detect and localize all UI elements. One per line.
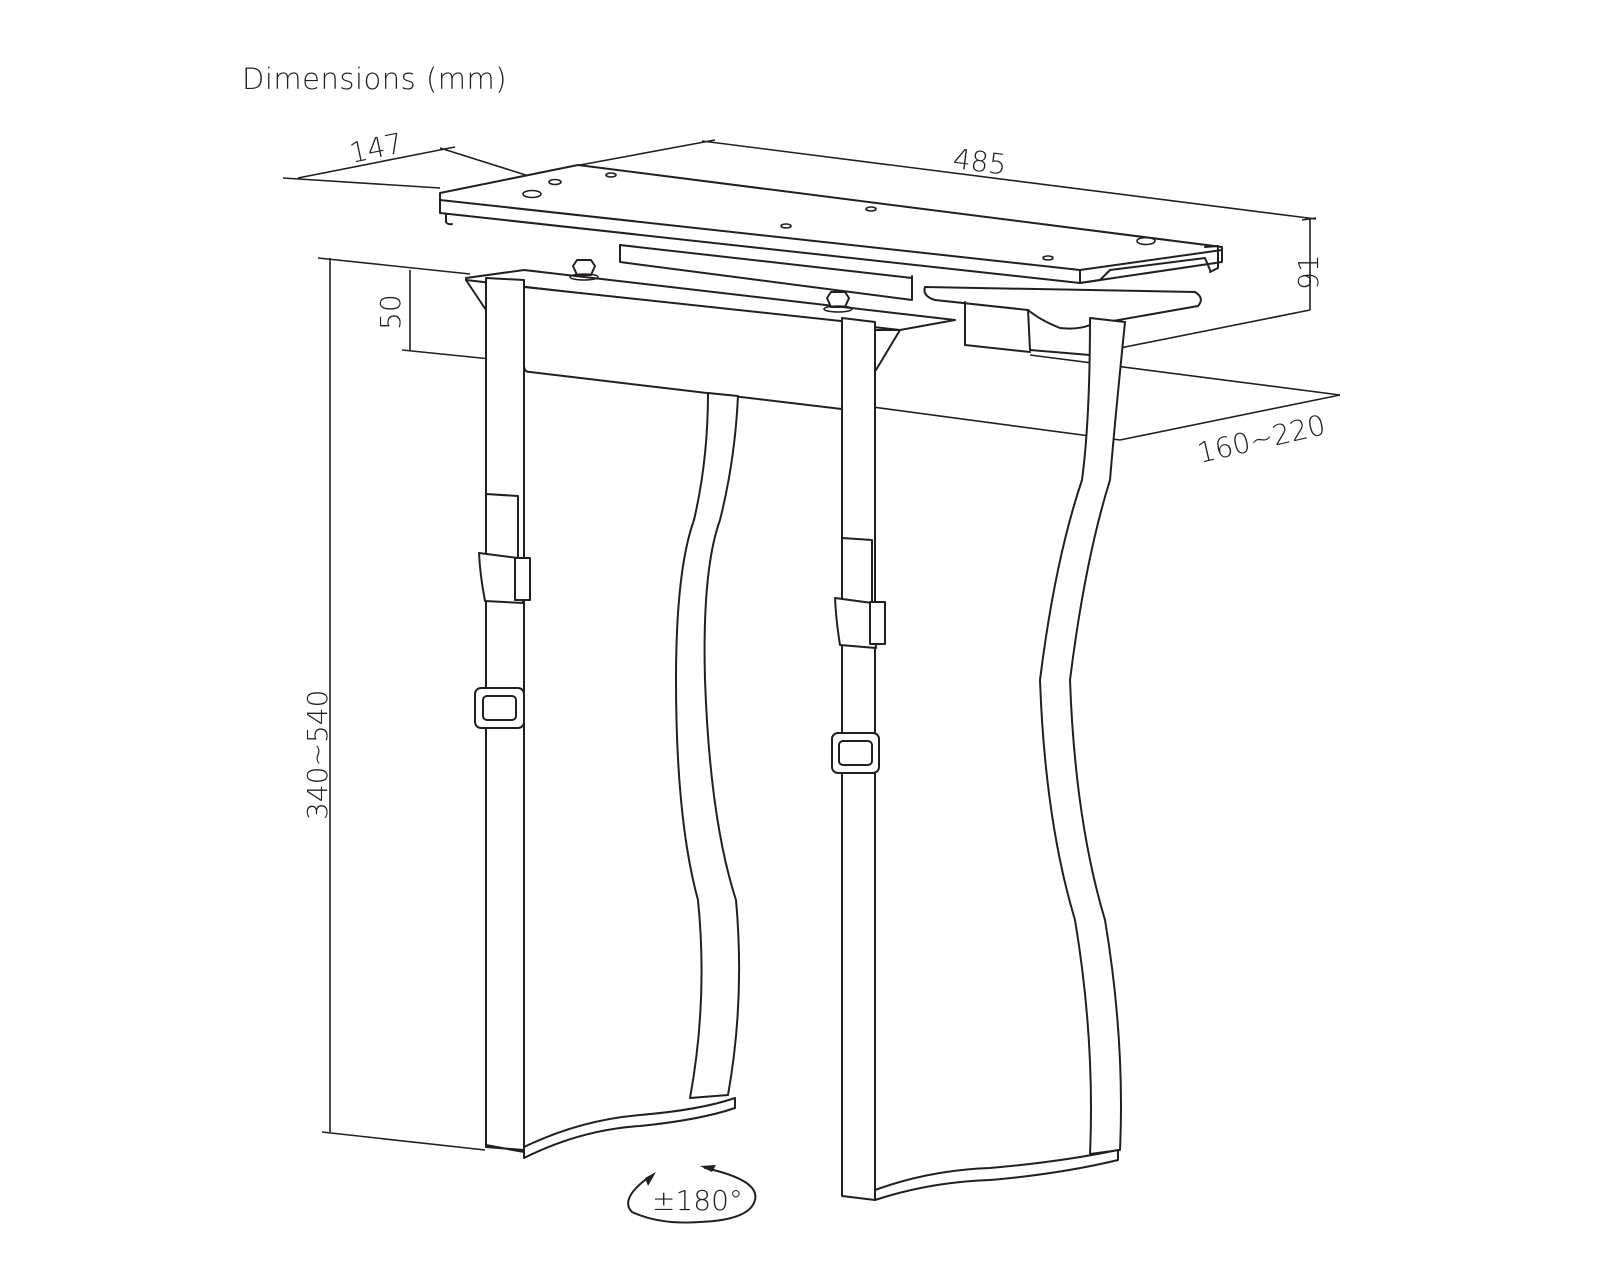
bolt-icon [569, 259, 599, 281]
dimension-91: 91 [1099, 218, 1325, 353]
dimension-340-540: 340~540 [301, 258, 486, 1151]
crossbar-bracket [465, 259, 956, 411]
rotation-label: ±180° [652, 1184, 743, 1217]
dim-91-label: 91 [1292, 254, 1325, 290]
arrow-icon [700, 1165, 716, 1172]
dim-160-220-label: 160~220 [1194, 408, 1328, 469]
dim-340-540-label: 340~540 [301, 690, 334, 820]
dim-50-label: 50 [374, 294, 407, 330]
dimension-485: 485 [579, 139, 1317, 221]
dim-147-label: 147 [347, 126, 406, 169]
bolt-icon [823, 291, 853, 313]
arrow-icon [645, 1172, 656, 1186]
dim-485-label: 485 [951, 142, 1008, 181]
right-strap [831, 317, 1126, 1201]
left-strap [474, 277, 741, 1159]
diagram-title: Dimensions (mm) [242, 62, 508, 96]
top-mounting-plate [439, 164, 1223, 284]
rotation-indicator: ±180° [627, 1165, 757, 1224]
slide-rail [619, 244, 1202, 356]
